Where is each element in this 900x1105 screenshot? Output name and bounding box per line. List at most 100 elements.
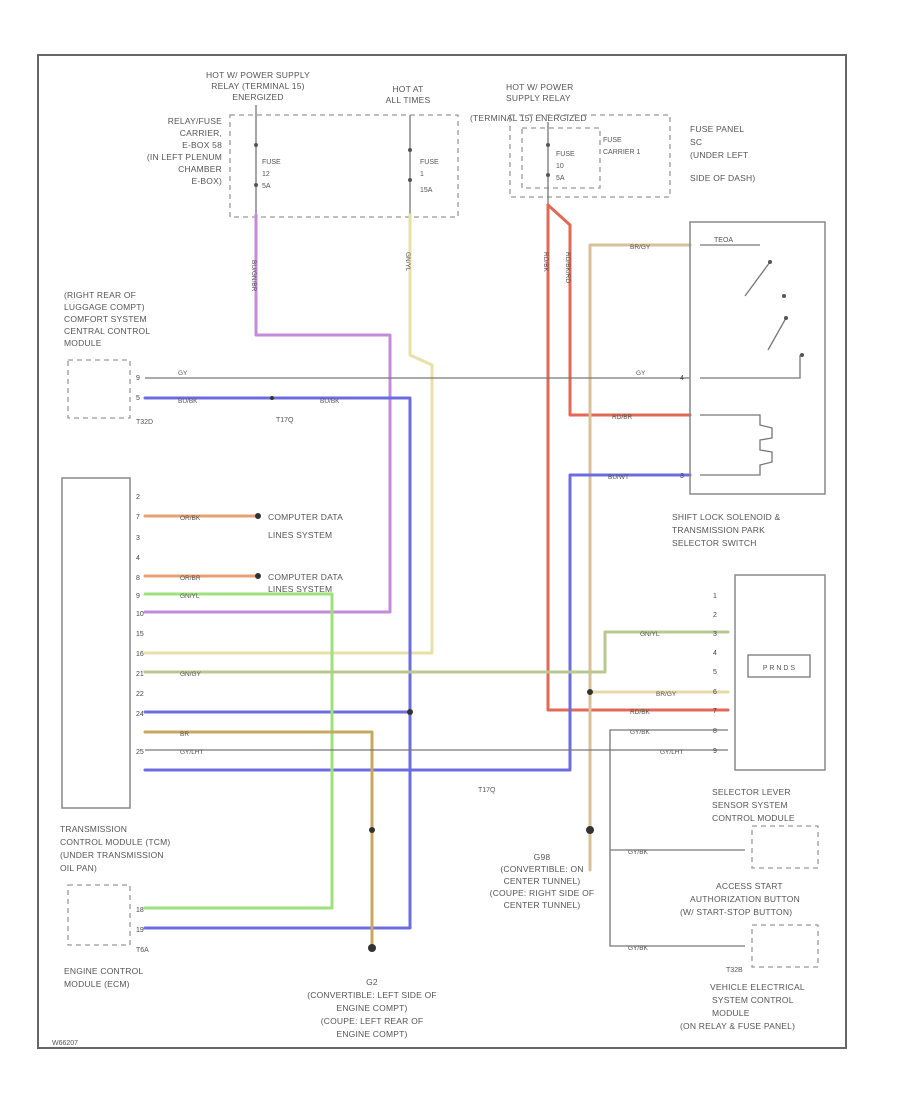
vehicle-electrical-label: T32B VEHICLE ELECTRICAL SYSTEM CONTROL M… bbox=[680, 967, 805, 1031]
svg-text:ENERGIZED: ENERGIZED bbox=[232, 92, 283, 102]
svg-text:15: 15 bbox=[136, 631, 144, 638]
svg-text:(ON RELAY & FUSE PANEL): (ON RELAY & FUSE PANEL) bbox=[680, 1021, 795, 1031]
svg-text:9: 9 bbox=[136, 593, 140, 600]
svg-text:(TERMINAL 15) ENERGIZED: (TERMINAL 15) ENERGIZED bbox=[470, 113, 587, 123]
svg-text:16: 16 bbox=[136, 651, 144, 658]
svg-text:T32B: T32B bbox=[726, 967, 743, 974]
svg-text:FUSE: FUSE bbox=[420, 159, 439, 166]
svg-text:LUGGAGE COMPT): LUGGAGE COMPT) bbox=[64, 302, 145, 312]
svg-text:GN/YL: GN/YL bbox=[404, 252, 411, 272]
svg-text:9: 9 bbox=[713, 748, 717, 755]
svg-text:HOT W/ POWER SUPPLY: HOT W/ POWER SUPPLY bbox=[206, 70, 310, 80]
svg-text:GY/BK: GY/BK bbox=[628, 945, 649, 952]
svg-text:MODULE: MODULE bbox=[712, 1008, 750, 1018]
shift-pin-3: 3 bbox=[680, 473, 684, 480]
svg-text:(RIGHT REAR OF: (RIGHT REAR OF bbox=[64, 290, 136, 300]
wire-gy-switch bbox=[700, 355, 801, 379]
selector-display bbox=[747, 654, 811, 678]
svg-text:RD/BR: RD/BR bbox=[612, 414, 633, 421]
svg-text:OR/BR: OR/BR bbox=[180, 575, 201, 582]
svg-text:RD/BK: RD/BK bbox=[542, 252, 549, 273]
svg-text:RD/BK: RD/BK bbox=[630, 709, 651, 716]
diagram-frame bbox=[37, 54, 847, 1049]
svg-text:BR: BR bbox=[180, 731, 189, 738]
shift-lock-label: SHIFT LOCK SOLENOID & TRANSMISSION PARK … bbox=[672, 512, 781, 548]
svg-text:FUSE: FUSE bbox=[603, 137, 622, 144]
t17q-label-1: T17Q bbox=[276, 417, 294, 424]
svg-text:BU/BK: BU/BK bbox=[178, 398, 198, 405]
svg-text:25: 25 bbox=[136, 749, 144, 756]
svg-text:CENTER TUNNEL): CENTER TUNNEL) bbox=[504, 876, 581, 886]
svg-text:2: 2 bbox=[136, 494, 140, 501]
ecm-box bbox=[67, 884, 131, 946]
svg-text:4: 4 bbox=[713, 650, 717, 657]
svg-text:FUSE: FUSE bbox=[556, 151, 575, 158]
diagram-code: W66207 bbox=[52, 1040, 78, 1047]
shift-lock-solenoid bbox=[700, 414, 773, 476]
tcm-pins: 2 7 3 4 8 9 10 15 16 21 22 24 25 bbox=[136, 494, 144, 756]
svg-text:BR/GY: BR/GY bbox=[630, 244, 651, 251]
svg-text:5: 5 bbox=[136, 395, 140, 402]
svg-text:E-BOX): E-BOX) bbox=[192, 176, 222, 186]
svg-text:ACCESS START: ACCESS START bbox=[716, 881, 783, 891]
svg-text:10: 10 bbox=[556, 163, 564, 170]
svg-text:ALL TIMES: ALL TIMES bbox=[386, 95, 431, 105]
svg-text:(UNDER LEFT: (UNDER LEFT bbox=[690, 150, 748, 160]
selector-display-text: P R N D S bbox=[763, 665, 795, 672]
wire-gy-yl bbox=[143, 213, 434, 655]
svg-text:HOT W/ POWER: HOT W/ POWER bbox=[506, 82, 573, 92]
svg-text:9: 9 bbox=[136, 375, 140, 382]
ecm-pin-19: 19 bbox=[136, 927, 144, 934]
svg-text:10: 10 bbox=[136, 611, 144, 618]
svg-text:T6A: T6A bbox=[136, 947, 149, 954]
svg-text:GY/BK: GY/BK bbox=[628, 849, 649, 856]
svg-text:COMFORT SYSTEM: COMFORT SYSTEM bbox=[64, 314, 147, 324]
vehicle-electrical-box bbox=[751, 924, 819, 968]
svg-text:7: 7 bbox=[136, 514, 140, 521]
svg-text:ENGINE CONTROL: ENGINE CONTROL bbox=[64, 966, 143, 976]
wire-rd-bk-1 bbox=[546, 203, 730, 712]
svg-text:SELECTOR LEVER: SELECTOR LEVER bbox=[712, 787, 791, 797]
fuse-1: FUSE 1 15A bbox=[408, 115, 439, 215]
fuse-carrier-1-label: FUSE CARRIER 1 bbox=[603, 137, 640, 156]
svg-text:RELAY (TERMINAL 15): RELAY (TERMINAL 15) bbox=[211, 81, 304, 91]
svg-text:5A: 5A bbox=[556, 175, 565, 182]
g98-ground bbox=[586, 826, 594, 834]
hot-power-relay-label: HOT W/ POWER SUPPLY RELAY (TERMINAL 15) … bbox=[206, 70, 310, 102]
g2-node bbox=[369, 827, 375, 833]
computer-data-lines-label-1: COMPUTER DATA LINES SYSTEM bbox=[268, 512, 343, 540]
svg-text:G98: G98 bbox=[534, 852, 551, 862]
fuse-12: FUSE 12 5A bbox=[254, 105, 281, 215]
svg-text:8: 8 bbox=[713, 728, 717, 735]
hot-supply-relay-2-label: HOT W/ POWER SUPPLY RELAY (TERMINAL 15) … bbox=[470, 82, 587, 123]
svg-text:BU/BK: BU/BK bbox=[320, 398, 340, 405]
svg-text:TRANSMISSION PARK: TRANSMISSION PARK bbox=[672, 525, 765, 535]
svg-text:SHIFT LOCK SOLENOID &: SHIFT LOCK SOLENOID & bbox=[672, 512, 781, 522]
data-lines-node-1 bbox=[255, 513, 261, 519]
wire-bu-wt bbox=[143, 473, 692, 772]
data-lines-node-2 bbox=[255, 573, 261, 579]
fuse-inner-box bbox=[521, 127, 601, 189]
svg-text:(UNDER TRANSMISSION: (UNDER TRANSMISSION bbox=[60, 850, 164, 860]
svg-text:RELAY/FUSE: RELAY/FUSE bbox=[168, 116, 222, 126]
svg-text:VEHICLE ELECTRICAL: VEHICLE ELECTRICAL bbox=[710, 982, 805, 992]
svg-text:MODULE (ECM): MODULE (ECM) bbox=[64, 979, 130, 989]
fuse-panel-sc-box bbox=[509, 114, 671, 198]
svg-text:6: 6 bbox=[713, 689, 717, 696]
wire-rd-bk-2 bbox=[546, 203, 692, 417]
svg-text:1: 1 bbox=[420, 171, 424, 178]
svg-text:LINES SYSTEM: LINES SYSTEM bbox=[268, 530, 332, 540]
wire-br bbox=[143, 730, 374, 950]
access-start-label: ACCESS START AUTHORIZATION BUTTON (W/ ST… bbox=[680, 881, 800, 917]
svg-text:GY/LHT: GY/LHT bbox=[180, 749, 204, 756]
svg-text:CONTROL MODULE: CONTROL MODULE bbox=[712, 813, 795, 823]
svg-text:BR/GY: BR/GY bbox=[656, 691, 677, 698]
svg-text:TRANSMISSION: TRANSMISSION bbox=[60, 824, 127, 834]
svg-text:GY: GY bbox=[178, 370, 188, 377]
svg-text:GN/YL: GN/YL bbox=[640, 631, 660, 638]
tcm-box bbox=[61, 477, 131, 809]
svg-text:CENTRAL CONTROL: CENTRAL CONTROL bbox=[64, 326, 150, 336]
svg-text:ENGINE COMPT): ENGINE COMPT) bbox=[336, 1029, 407, 1039]
svg-text:OIL PAN): OIL PAN) bbox=[60, 863, 97, 873]
